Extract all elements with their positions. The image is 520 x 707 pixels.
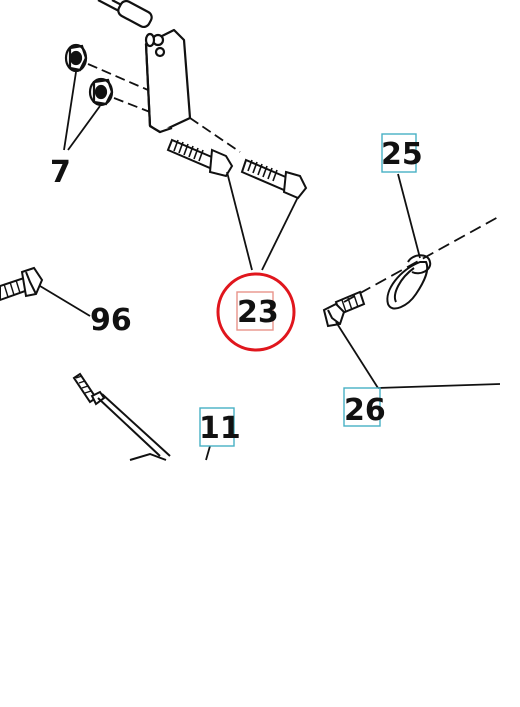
leader-line-96 — [39, 285, 91, 317]
carriage-bolt-right — [240, 158, 308, 200]
assembly-center-lines-top — [87, 63, 241, 153]
leader-lines-7 — [63, 71, 101, 151]
selection-highlight-ring — [216, 272, 296, 352]
callout-23-box — [236, 291, 274, 331]
leader-line-11 — [205, 445, 211, 461]
nut-washer-part-lower — [88, 77, 114, 107]
callout-25-box — [381, 133, 417, 173]
hex-bolt-part-26 — [322, 290, 366, 328]
leader-lines-23 — [226, 171, 299, 271]
callout-26[interactable]: 26 — [344, 393, 386, 428]
leader-line-25 — [397, 173, 421, 259]
long-rod-part-11 — [72, 372, 171, 461]
callout-11-box — [199, 407, 235, 447]
nut-washer-part-upper — [64, 43, 88, 73]
assembly-center-line-right — [343, 215, 501, 303]
hex-bolt-part-96 — [0, 266, 44, 302]
callout-25[interactable]: 25 — [381, 137, 423, 172]
callout-23[interactable]: 23 — [237, 295, 279, 330]
hairpin-clip-part-25 — [386, 254, 432, 310]
callout-11[interactable]: 11 — [199, 411, 241, 446]
callout-7[interactable]: 7 — [50, 155, 71, 190]
callout-96[interactable]: 96 — [90, 303, 132, 338]
callout-26-box — [343, 387, 381, 427]
carriage-bolt-left — [166, 138, 234, 178]
bracket-plate-part — [97, 0, 192, 134]
leader-lines-26 — [335, 321, 501, 389]
